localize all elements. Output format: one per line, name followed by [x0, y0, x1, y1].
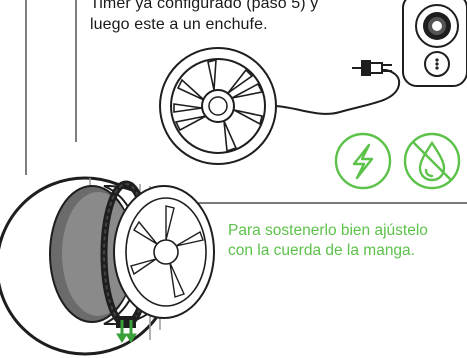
fan-icon: [159, 47, 277, 165]
no-water-drop-icon: [403, 132, 461, 190]
power-plug-icon: [352, 60, 392, 76]
hold-note-text: Para sostenerlo bien ajústelo con la cue…: [228, 221, 467, 261]
instruction-line-1: Timer ya configurado (paso 5) y: [90, 0, 319, 12]
hold-note-line-2: con la cuerda de la manga.: [228, 242, 415, 259]
lightning-bolt-icon: [334, 132, 392, 190]
hold-note-line-1: Para sostenerlo bien ajústelo: [228, 222, 428, 239]
magnified-installation-view: [0, 176, 215, 356]
instruction-line-2: luego este a un enchufe.: [90, 16, 268, 33]
instruction-text: Timer ya configurado (paso 5) y luego es…: [90, 0, 390, 35]
timer-device-icon: [402, 0, 467, 87]
power-cable: [275, 69, 401, 115]
